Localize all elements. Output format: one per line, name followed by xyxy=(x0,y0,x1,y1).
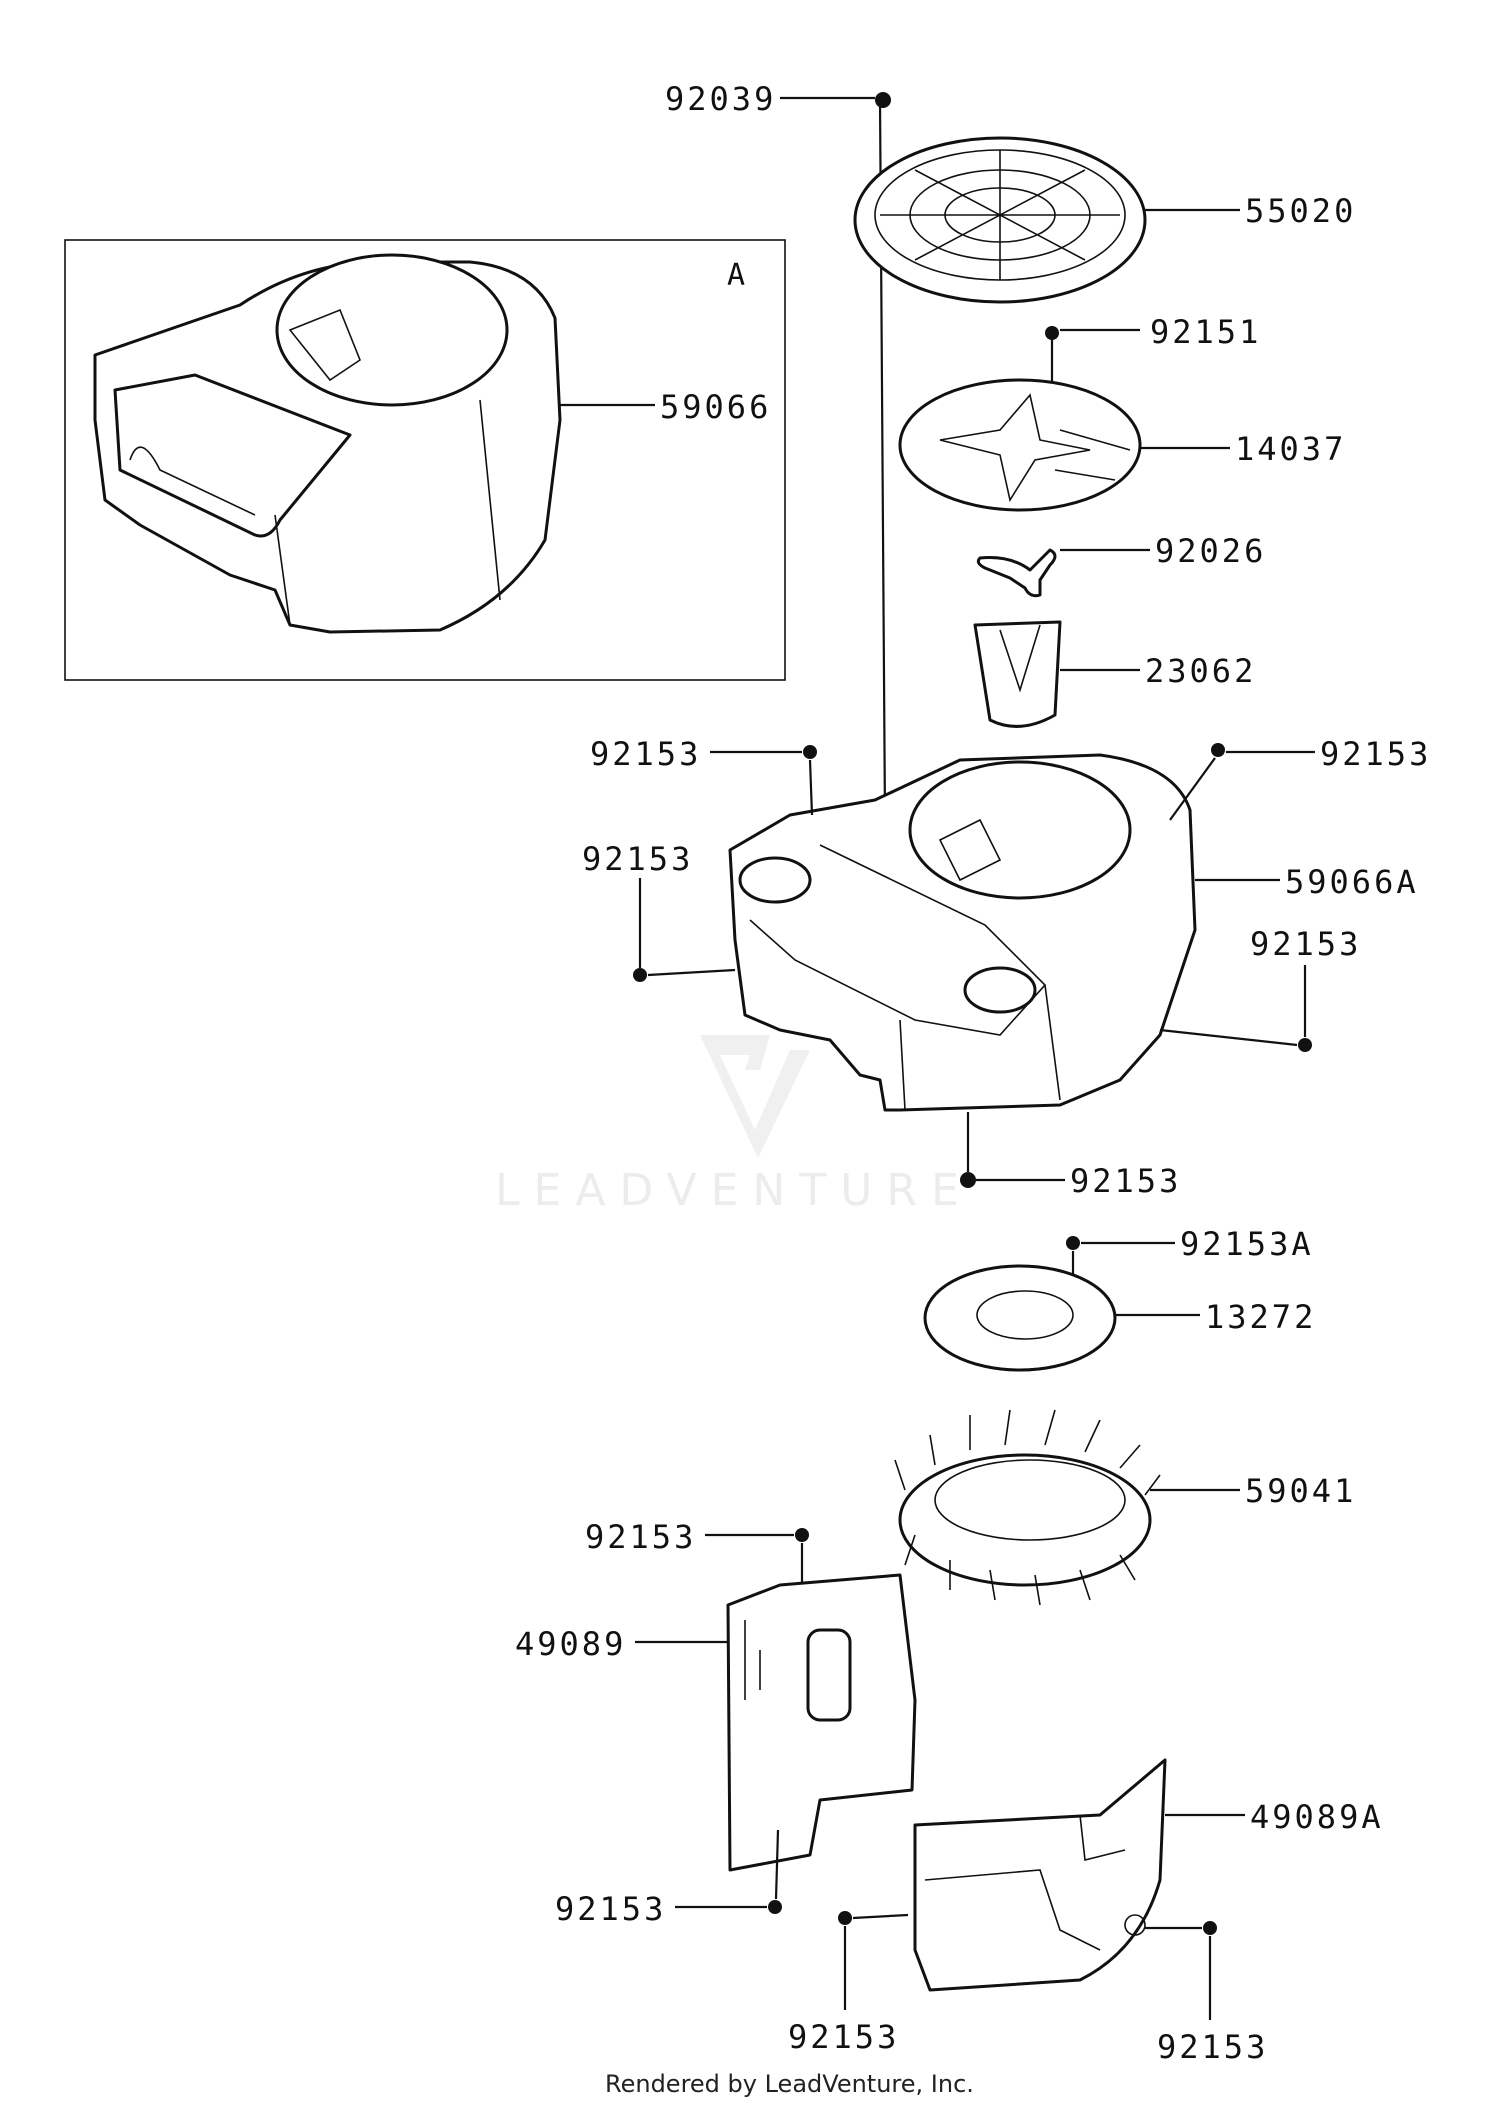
label-92153-i: 92153 xyxy=(1157,2028,1268,2066)
label-59066a: 59066A xyxy=(1285,863,1419,901)
fan-plate-14037-part: 14037 xyxy=(898,378,1346,512)
label-92151: 92151 xyxy=(1150,313,1261,351)
label-59041: 59041 xyxy=(1245,1472,1356,1510)
label-92153-g: 92153 xyxy=(555,1890,666,1928)
callout-59066: 59066 xyxy=(560,388,771,426)
label-92026: 92026 xyxy=(1155,532,1266,570)
label-13272: 13272 xyxy=(1205,1298,1316,1336)
bolt-92153-g: 92153 xyxy=(555,1829,782,1928)
shroud-59066-part xyxy=(93,253,562,634)
plate-13272-part: 13272 xyxy=(923,1264,1316,1372)
footer-credit: Rendered by LeadVenture, Inc. xyxy=(605,2070,974,2098)
bolt-92153-d: 92153 xyxy=(1159,925,1361,1052)
cover-49089-part: 49089 xyxy=(515,1573,917,1872)
cover-49089a-part: 49089A xyxy=(913,1758,1384,1992)
label-92153-a: 92153 xyxy=(590,735,701,773)
label-55020: 55020 xyxy=(1245,192,1356,230)
part-23062: 23062 xyxy=(973,620,1256,728)
fan-59041-part: 59041 xyxy=(894,1409,1356,1606)
label-14037: 14037 xyxy=(1235,430,1346,468)
label-92153-f: 92153 xyxy=(585,1518,696,1556)
bolt-92153-h: 92153 xyxy=(788,1911,909,2056)
label-49089: 49089 xyxy=(515,1625,626,1663)
bolt-92039: 92039 xyxy=(665,80,891,118)
bolt-92153a: 92153A xyxy=(1066,1225,1314,1290)
bolt-92151: 92151 xyxy=(1045,313,1261,420)
label-92153-h: 92153 xyxy=(788,2018,899,2056)
label-92153-d: 92153 xyxy=(1250,925,1361,963)
bracket-92026-part: 92026 xyxy=(976,532,1266,598)
inset-box-a: A xyxy=(64,239,786,681)
label-92153-b: 92153 xyxy=(1320,735,1431,773)
screen-55020-part: 55020 xyxy=(853,136,1356,304)
callout-59066a: 59066A xyxy=(1195,863,1419,901)
label-23062: 23062 xyxy=(1145,652,1256,690)
bolt-92153-a: 92153 xyxy=(590,735,817,816)
label-92153a: 92153A xyxy=(1180,1225,1314,1263)
label-92153-e: 92153 xyxy=(1070,1162,1181,1200)
label-92039: 92039 xyxy=(665,80,776,118)
bolt-92153-e: 92153 xyxy=(960,1112,1181,1200)
watermark-logo: LEADVENTURE xyxy=(495,1035,973,1216)
bolt-92153-f: 92153 xyxy=(585,1518,809,1590)
shroud-59066a-part xyxy=(728,753,1197,1112)
bolt-92153-b: 92153 xyxy=(1169,735,1431,821)
label-49089a: 49089A xyxy=(1250,1798,1384,1836)
bolt-92153-i: 92153 xyxy=(1145,1921,1268,2066)
bolt-92153-c: 92153 xyxy=(582,840,736,982)
inset-tag: A xyxy=(727,258,745,293)
watermark-text: LEADVENTURE xyxy=(495,1165,973,1216)
label-59066: 59066 xyxy=(660,388,771,426)
label-92153-c: 92153 xyxy=(582,840,693,878)
